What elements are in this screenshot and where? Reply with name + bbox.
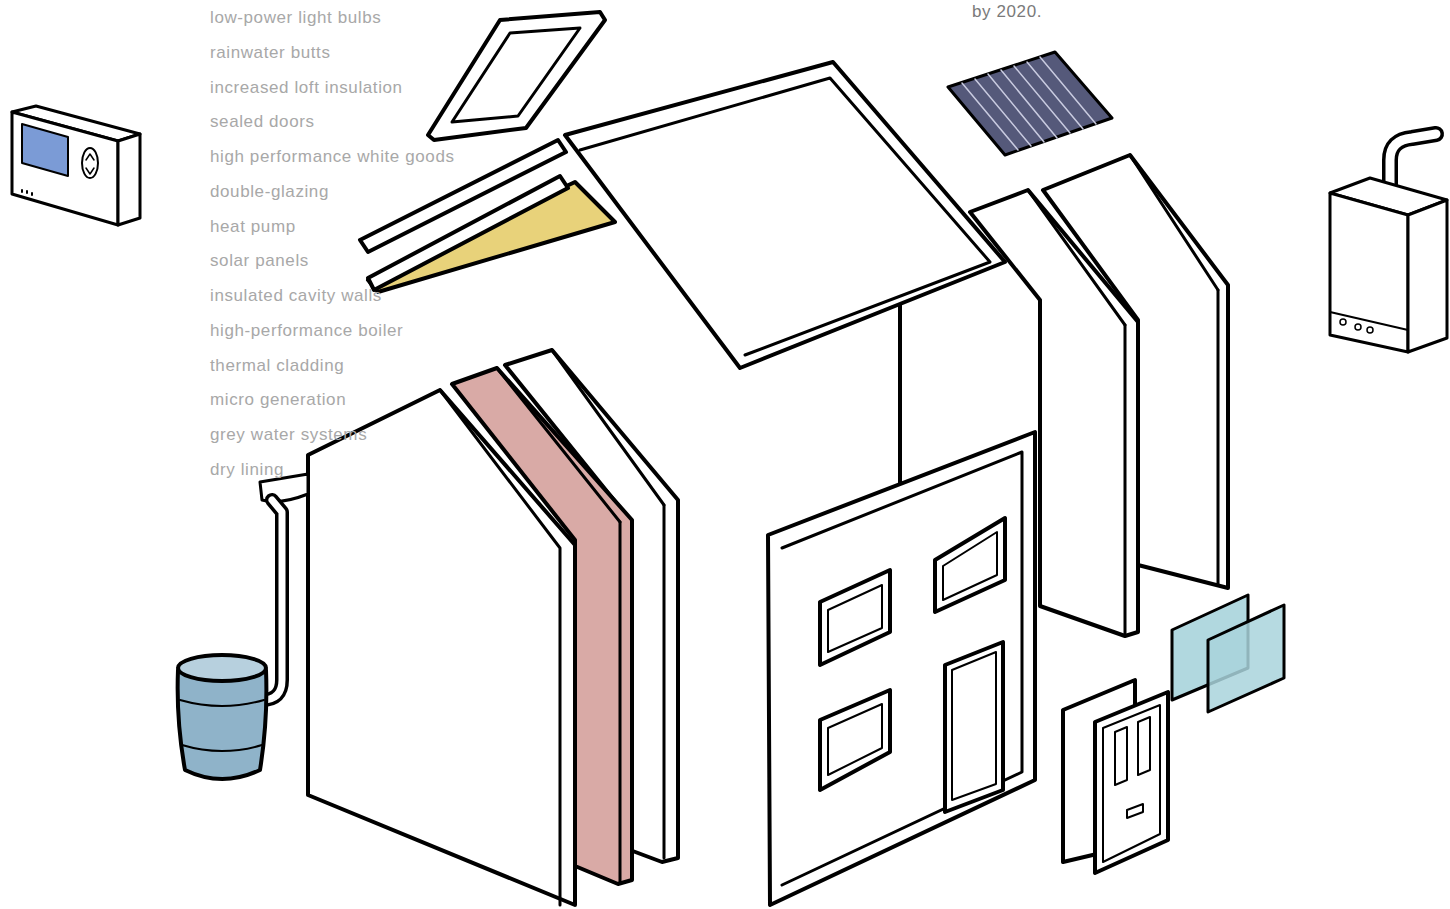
front-wall: [768, 432, 1035, 905]
feature-label: rainwater butts: [210, 43, 331, 63]
feature-label: dry lining: [210, 460, 284, 480]
feature-label: grey water systems: [210, 425, 367, 445]
feature-label: increased loft insulation: [210, 78, 403, 98]
feature-label: insulated cavity walls: [210, 286, 382, 306]
feature-label: by 2020.: [972, 2, 1042, 22]
thermostat-icon: [12, 106, 140, 225]
rainwater-butt-icon: [178, 474, 308, 779]
feature-label: low-power light bulbs: [210, 8, 381, 28]
feature-label: heat pump: [210, 217, 296, 237]
feature-label: double-glazing: [210, 182, 329, 202]
feature-label: high performance white goods: [210, 147, 455, 167]
feature-label: micro generation: [210, 390, 346, 410]
solar-panel-icon: [948, 52, 1112, 155]
feature-label: sealed doors: [210, 112, 315, 132]
skylight-icon: [428, 12, 605, 140]
roof-panels: [360, 62, 1005, 368]
double-glazing-panes: [1172, 595, 1284, 712]
feature-label: solar panels: [210, 251, 309, 271]
feature-label: thermal cladding: [210, 356, 344, 376]
boiler-icon: [1330, 134, 1447, 352]
feature-label: high-performance boiler: [210, 321, 403, 341]
door-panels: [1063, 680, 1168, 873]
